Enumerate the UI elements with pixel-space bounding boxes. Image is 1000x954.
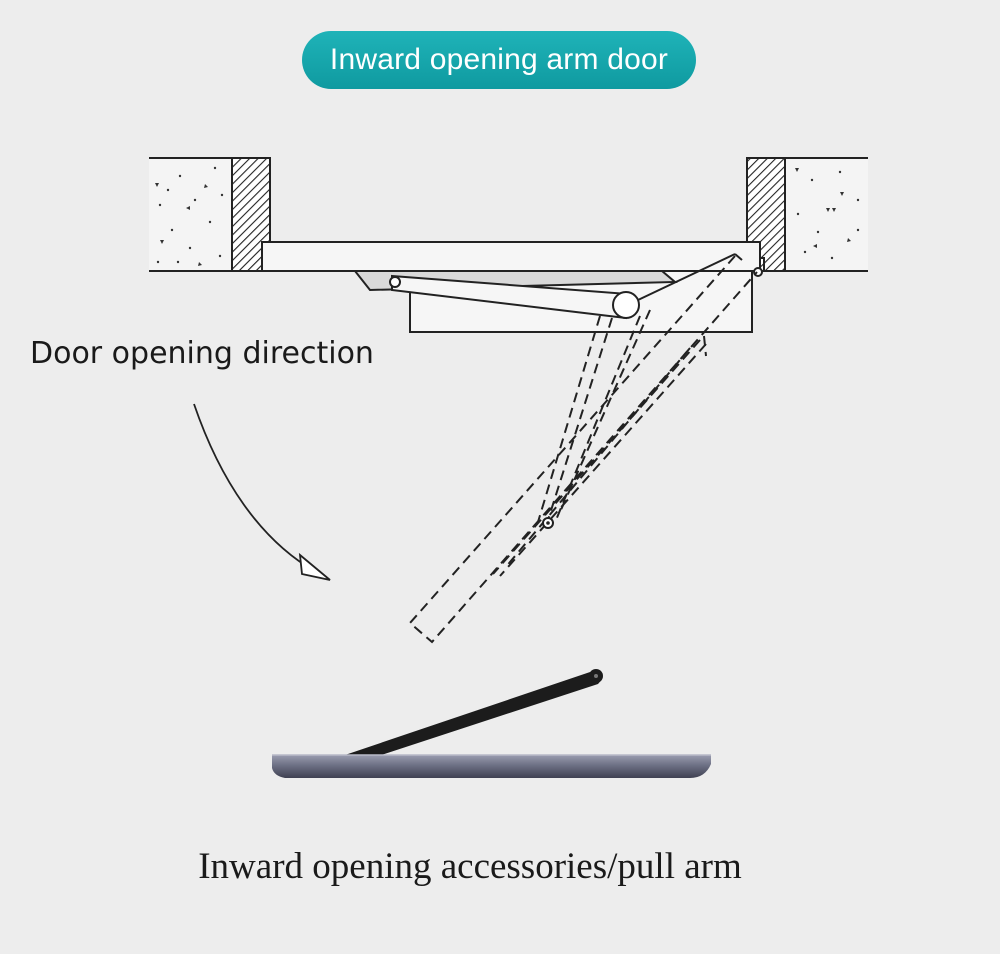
arm-closed bbox=[389, 253, 736, 320]
right-wall bbox=[746, 157, 868, 272]
open-position-dashed bbox=[408, 255, 758, 644]
product-caption: Inward opening accessories/pull arm bbox=[0, 845, 940, 888]
pull-arm-product bbox=[272, 669, 711, 778]
caption-text: Inward opening accessories/pull arm bbox=[198, 846, 742, 887]
diagram-title: Inward opening arm door bbox=[302, 31, 696, 89]
left-wall bbox=[149, 157, 271, 272]
door-opening-direction-label: Door opening direction bbox=[30, 336, 374, 371]
track-rail bbox=[272, 755, 711, 778]
direction-arrow bbox=[193, 403, 331, 581]
